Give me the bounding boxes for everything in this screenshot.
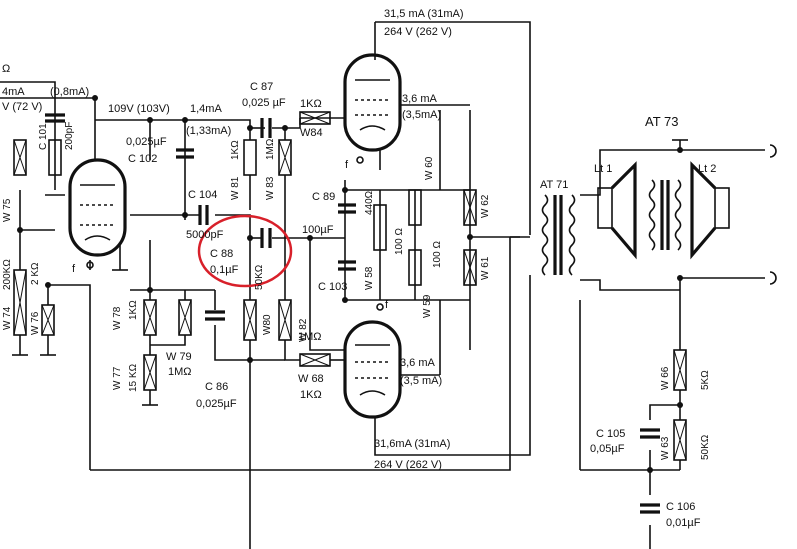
label-w84-val: 1KΩ <box>300 98 322 110</box>
label-c86: C 86 <box>205 381 228 393</box>
at73-transformer <box>648 179 682 251</box>
label-w74-val: 200KΩ <box>2 259 13 290</box>
label-left-voltage: V (72 V) <box>2 101 42 113</box>
label-w66: W 66 <box>660 366 671 390</box>
label-at71: AT 71 <box>540 179 568 191</box>
label-f-bot: f <box>385 299 389 311</box>
label-w82-val: 1MΩ <box>298 331 322 343</box>
ground-symbols <box>12 194 158 406</box>
label-c105: C 105 <box>596 428 625 440</box>
label-w59: W 59 <box>422 294 433 318</box>
label-w81-val: 1KΩ <box>230 140 241 160</box>
label-c104-val: 5000pF <box>186 229 224 241</box>
label-w62: W 62 <box>480 194 491 218</box>
label-c106: C 106 <box>666 501 695 513</box>
label-i14: 1,4mA <box>190 103 222 115</box>
label-w79: W 79 <box>166 351 192 363</box>
label-w60: W 60 <box>424 156 435 180</box>
label-c104: C 104 <box>188 189 217 201</box>
label-w82: W 82 <box>298 318 309 342</box>
wiring <box>0 21 765 549</box>
label-bot-tube-i2: (3,5 mA) <box>400 375 442 387</box>
tube-left <box>68 158 128 271</box>
label-c87: C 87 <box>250 81 273 93</box>
label-ohm-topleft: Ω <box>2 63 10 75</box>
label-w81: W 81 <box>230 176 241 200</box>
labels: 31,5 mA (31mA) 264 V (262 V) 31,6mA (31m… <box>2 8 716 529</box>
label-top-current: 31,5 mA (31mA) <box>384 8 463 20</box>
label-w77: W 77 <box>112 366 123 390</box>
speaker-lt2 <box>690 161 730 260</box>
tube-bottom <box>343 303 402 419</box>
label-c103: C 103 <box>318 281 347 293</box>
label-c88: C 88 <box>210 248 233 260</box>
label-lt1: Lt 1 <box>594 163 612 175</box>
label-r100b: 100 Ω <box>432 241 443 268</box>
label-r100a: 100 Ω <box>394 228 405 255</box>
label-top-tube-i2: (3,5mA) <box>402 109 441 121</box>
highlight-circle <box>197 214 293 288</box>
label-r440: 440Ω <box>364 190 375 215</box>
label-i133: (1,33mA) <box>186 125 231 137</box>
label-left-current: 4mA <box>2 86 25 98</box>
label-c87-val: 0,025 µF <box>242 97 286 109</box>
label-w79-val: 1MΩ <box>168 366 192 378</box>
output-terminals <box>672 139 777 285</box>
label-w76: W 76 <box>30 311 41 335</box>
label-w68-val: 1KΩ <box>300 389 322 401</box>
label-bottom-current: 31,6mA (31mA) <box>374 438 450 450</box>
label-top-voltage: 264 V (262 V) <box>384 26 452 38</box>
label-c89-val: 100µF <box>302 224 334 236</box>
resistors <box>13 111 687 461</box>
label-c106-val: 0,01µF <box>666 517 701 529</box>
label-c105-val: 0,05µF <box>590 443 625 455</box>
label-left-current-2: (0,8mA) <box>50 86 89 98</box>
label-w58: W 58 <box>364 266 375 290</box>
label-c86-val: 0,025µF <box>196 398 237 410</box>
capacitors <box>45 113 660 514</box>
label-bot-tube-i: 3,6 mA <box>400 357 436 369</box>
tube-top <box>343 53 402 170</box>
label-f-left: f <box>72 263 76 275</box>
label-w78: W 78 <box>112 306 123 330</box>
output-transformer <box>541 194 576 276</box>
label-c89: C 89 <box>312 191 335 203</box>
label-w74: W 74 <box>2 306 13 330</box>
label-c101: C 101 <box>38 123 49 150</box>
label-w76-val: 2 KΩ <box>30 262 41 285</box>
label-c101-val: 200pF <box>64 122 75 150</box>
label-c102-val: 0,025µF <box>126 136 167 148</box>
label-v109: 109V (103V) <box>108 103 170 115</box>
label-f-top: f <box>345 159 349 171</box>
label-top-tube-i: 3,6 mA <box>402 93 438 105</box>
label-w63-val: 50KΩ <box>700 434 711 460</box>
speaker-lt1 <box>597 161 637 260</box>
label-w75: W 75 <box>2 198 13 222</box>
label-at73: AT 73 <box>645 114 678 129</box>
label-w84: W84 <box>300 127 323 139</box>
label-w63: W 63 <box>660 436 671 460</box>
label-w78-val: 1KΩ <box>128 300 139 320</box>
label-w83-val: 1MΩ <box>265 138 276 160</box>
label-w61: W 61 <box>480 256 491 280</box>
label-c102: C 102 <box>128 153 157 165</box>
label-w66-val: 5KΩ <box>700 370 711 390</box>
label-c88-val: 0,1µF <box>210 264 239 276</box>
label-w68: W 68 <box>298 373 324 385</box>
junctions <box>17 95 683 473</box>
label-w77-val: 15 KΩ <box>128 363 139 392</box>
label-w80-val: 50KΩ <box>254 264 265 290</box>
label-w80: W80 <box>262 314 273 335</box>
label-bottom-voltage: 264 V (262 V) <box>374 459 442 471</box>
label-lt2: Lt 2 <box>698 163 716 175</box>
label-w83: W 83 <box>265 176 276 200</box>
